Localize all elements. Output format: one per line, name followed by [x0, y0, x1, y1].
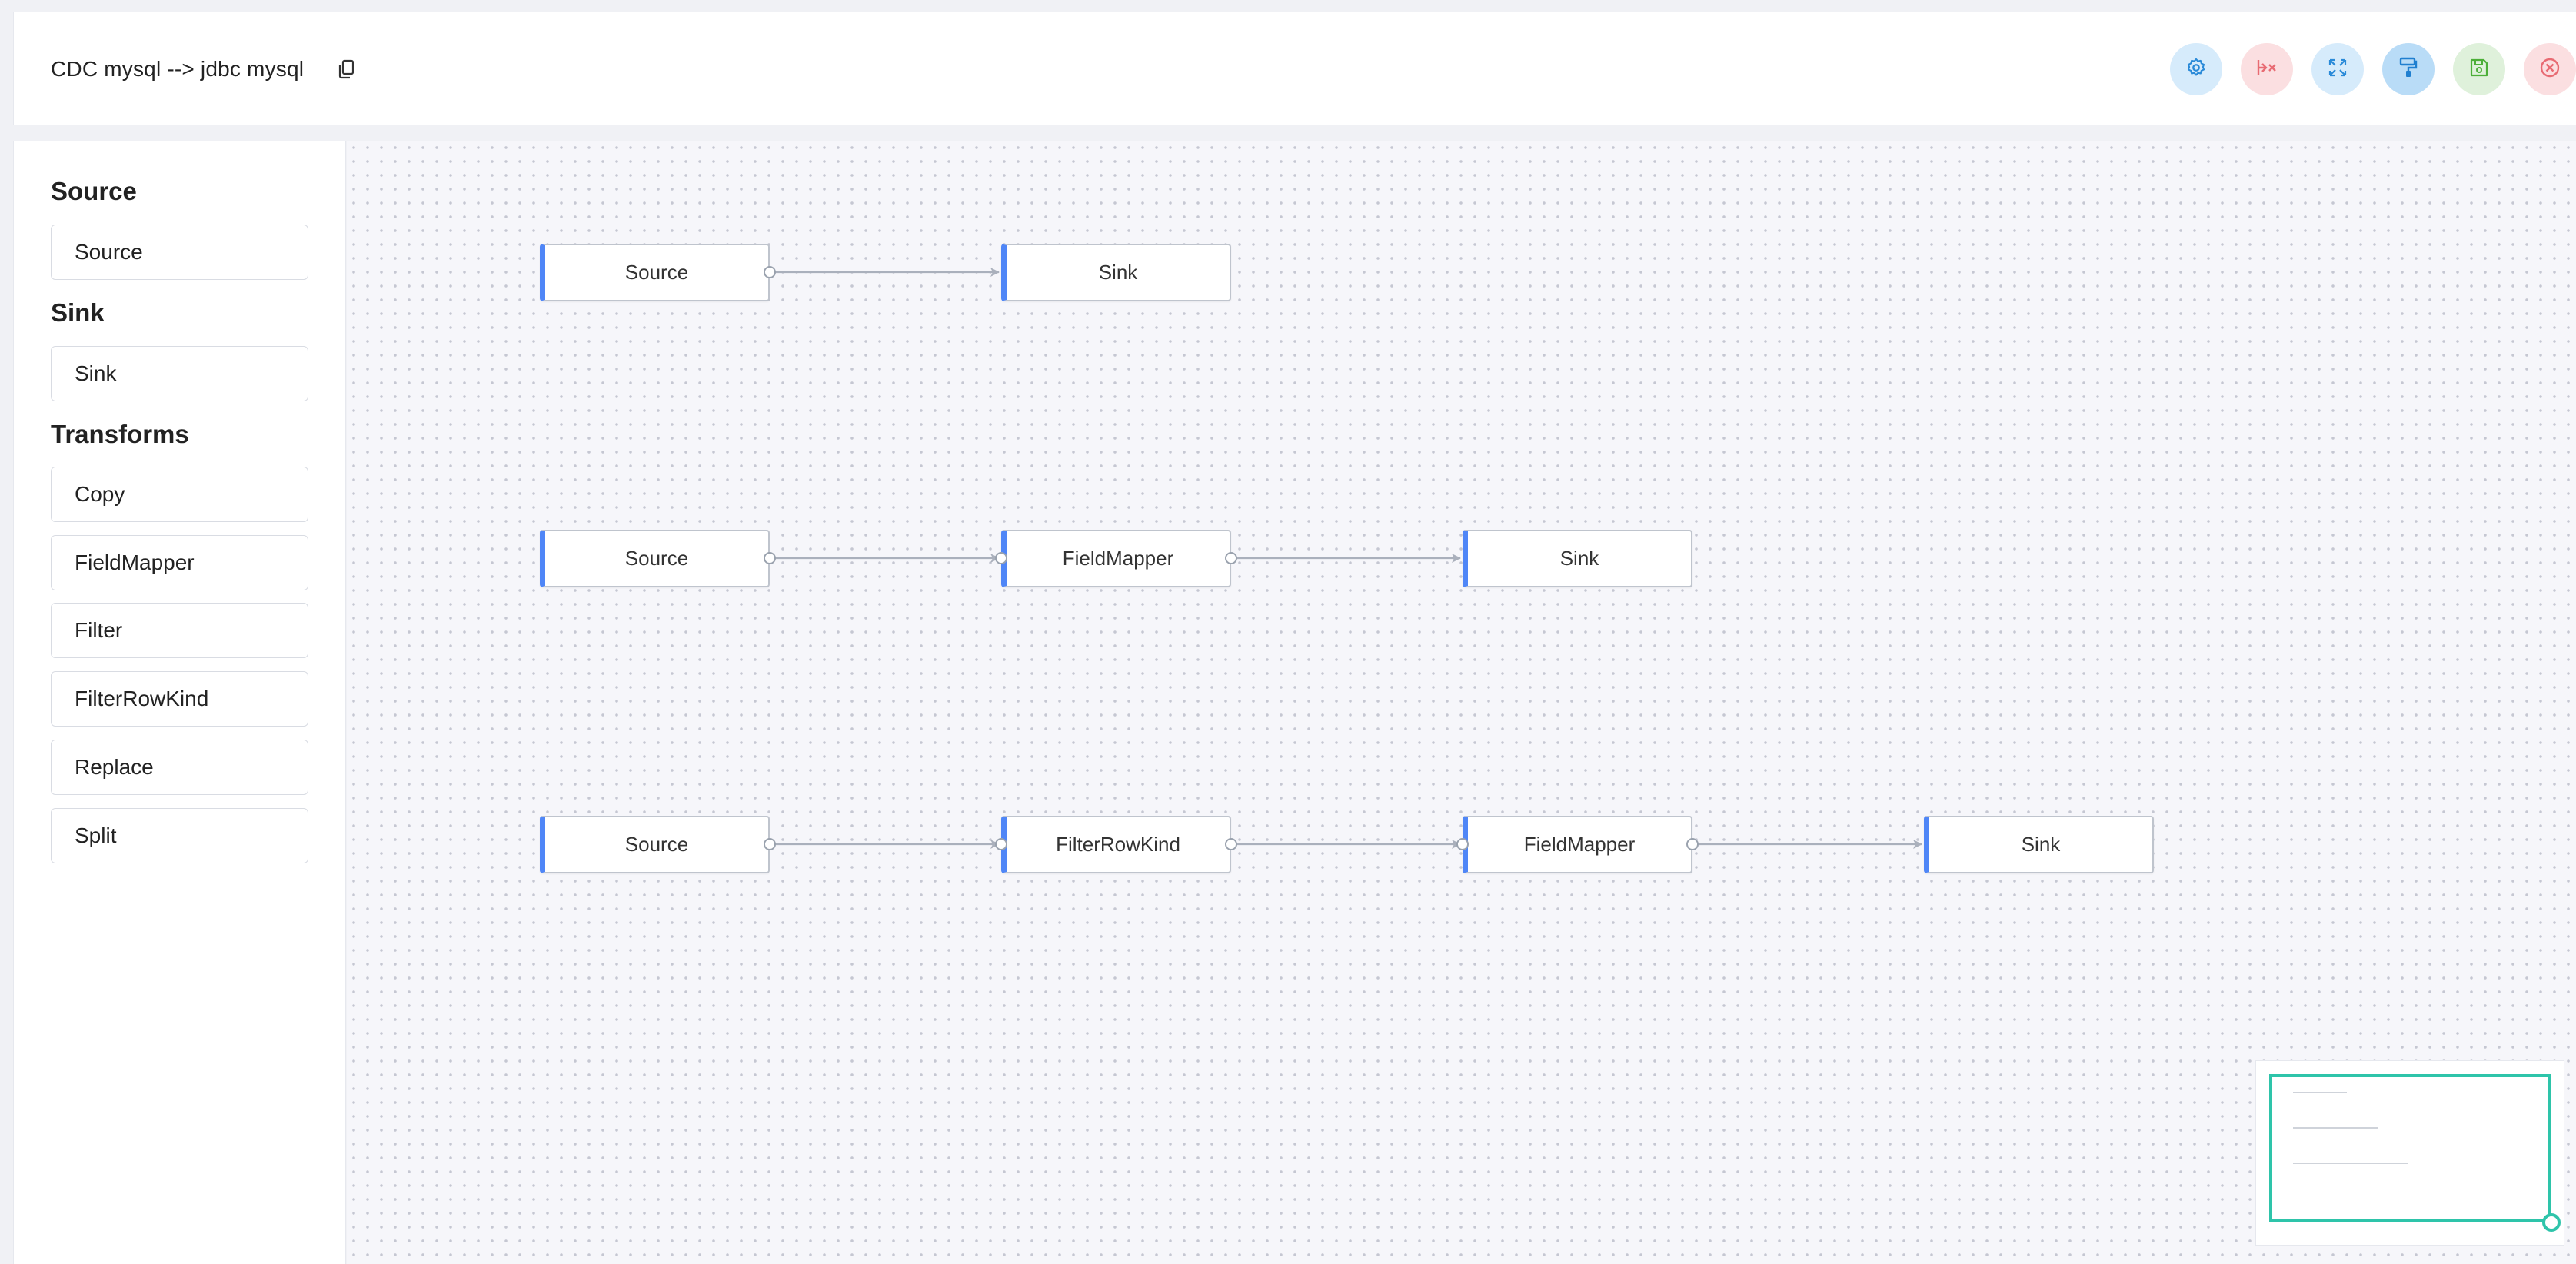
toolbar-actions	[2170, 43, 2576, 95]
minimap-flow-3	[2293, 1163, 2408, 1164]
group-title-source: Source	[51, 177, 137, 205]
output-port[interactable]	[764, 838, 776, 850]
palette-item-copy[interactable]: Copy	[51, 467, 308, 522]
output-port[interactable]	[1225, 838, 1237, 850]
close-icon	[2539, 57, 2561, 82]
node-fieldmapper[interactable]: FieldMapper	[1463, 816, 1692, 873]
output-port[interactable]	[1686, 838, 1699, 850]
minimap-flow-2	[2293, 1127, 2378, 1129]
group-title-sink: Sink	[51, 298, 105, 327]
fit-view-button[interactable]	[2311, 43, 2364, 95]
component-palette: Source Source Sink Sink Transforms Copy …	[13, 141, 346, 1264]
output-port[interactable]	[1225, 552, 1237, 564]
palette-item-sink[interactable]: Sink	[51, 346, 308, 401]
close-button[interactable]	[2524, 43, 2576, 95]
settings-icon	[2185, 57, 2207, 82]
palette-item-filterrowkind[interactable]: FilterRowKind	[51, 671, 308, 727]
minimap-viewport[interactable]	[2269, 1074, 2551, 1222]
group-title-transforms: Transforms	[51, 420, 189, 448]
job-title: CDC mysql --> jdbc mysql	[51, 57, 305, 81]
node-source[interactable]: Source	[540, 244, 770, 301]
palette-item-split[interactable]: Split	[51, 808, 308, 863]
unlink-icon	[2255, 57, 2278, 82]
input-port[interactable]	[995, 838, 1007, 850]
input-port[interactable]	[995, 552, 1007, 564]
copy-icon[interactable]	[334, 58, 358, 81]
save-icon	[2469, 58, 2489, 81]
settings-button[interactable]	[2170, 43, 2222, 95]
fit-view-icon	[2328, 58, 2348, 81]
palette-item-source[interactable]: Source	[51, 225, 308, 280]
minimap-resize-handle[interactable]	[2542, 1213, 2561, 1232]
delete-edge-button[interactable]	[2241, 43, 2293, 95]
output-port[interactable]	[764, 266, 776, 278]
node-fieldmapper[interactable]: FieldMapper	[1001, 530, 1231, 587]
title-area: CDC mysql --> jdbc mysql	[51, 12, 358, 126]
palette-item-filter[interactable]: Filter	[51, 603, 308, 658]
minimap[interactable]	[2255, 1060, 2564, 1246]
format-painter-icon	[2398, 57, 2418, 82]
node-source[interactable]: Source	[540, 816, 770, 873]
node-source[interactable]: Source	[540, 530, 770, 587]
save-button[interactable]	[2453, 43, 2505, 95]
output-port[interactable]	[764, 552, 776, 564]
node-sink[interactable]: Sink	[1924, 816, 2154, 873]
input-port[interactable]	[1456, 838, 1469, 850]
minimap-flow-1	[2293, 1092, 2347, 1093]
edge-layer	[770, 268, 1922, 849]
top-bar: CDC mysql --> jdbc mysql	[13, 12, 2576, 125]
node-sink[interactable]: Sink	[1463, 530, 1692, 587]
format-layout-button[interactable]	[2382, 43, 2435, 95]
palette-item-fieldmapper[interactable]: FieldMapper	[51, 535, 308, 590]
dag-canvas[interactable]: Source Sink Source FieldMapper Sink Sour…	[347, 141, 2576, 1264]
palette-item-replace[interactable]: Replace	[51, 740, 308, 795]
node-sink[interactable]: Sink	[1001, 244, 1231, 301]
node-filterrowkind[interactable]: FilterRowKind	[1001, 816, 1231, 873]
